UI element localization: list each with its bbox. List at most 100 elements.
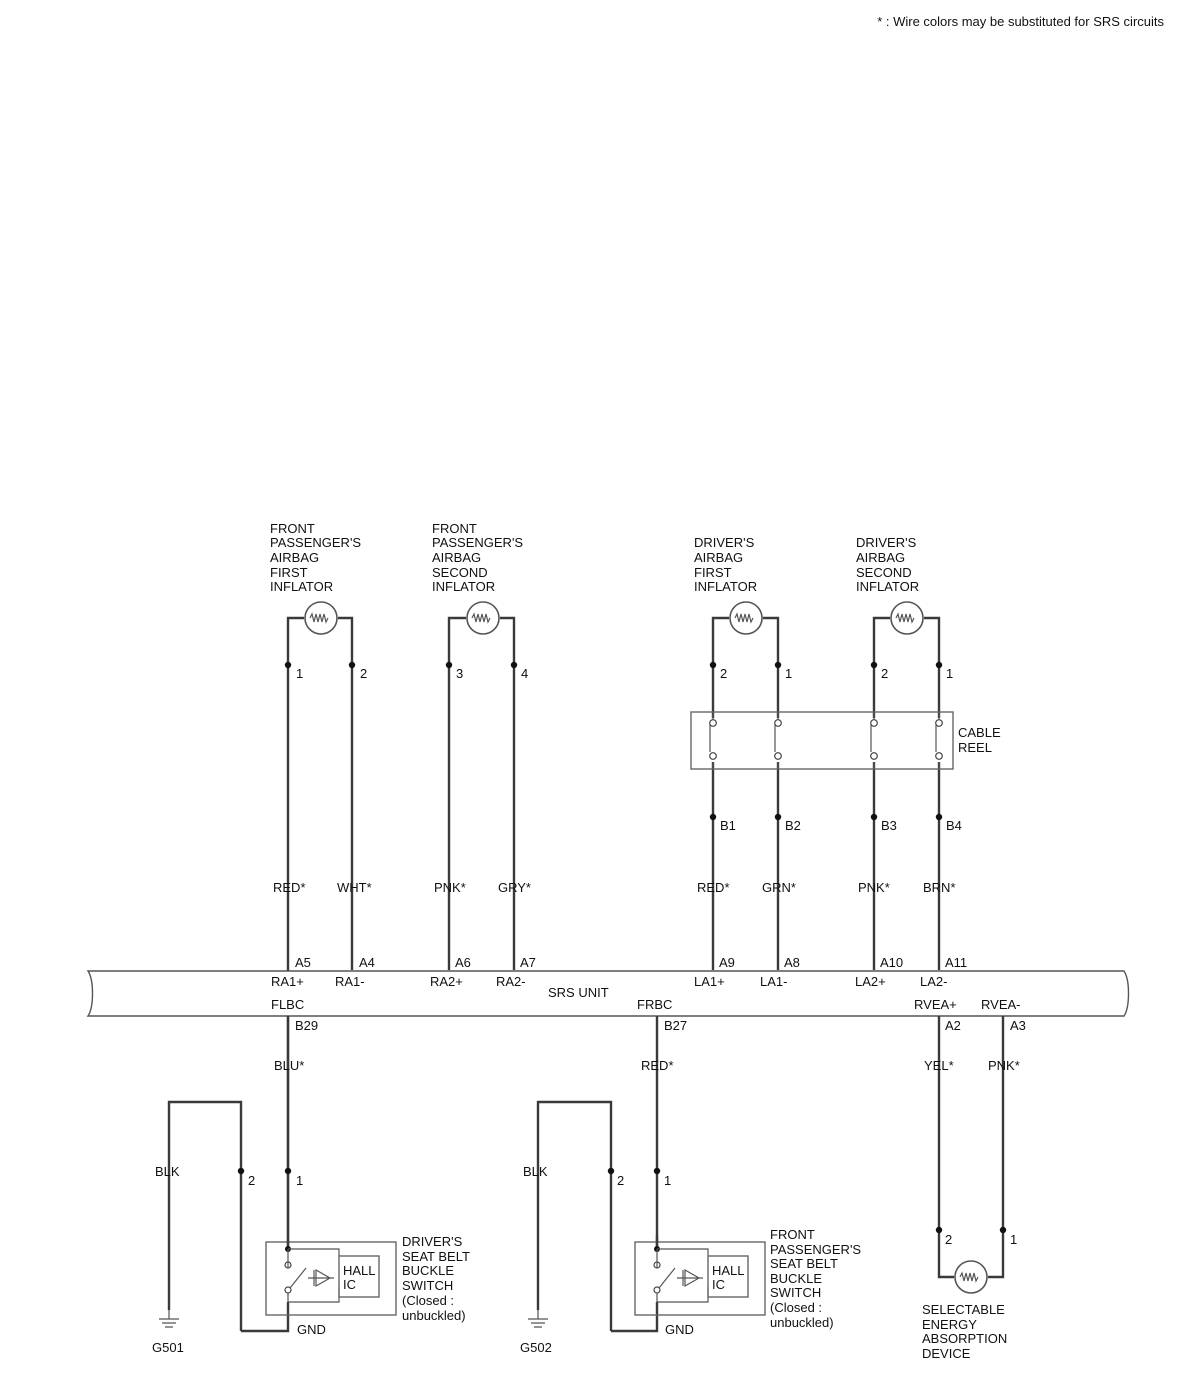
buckle-label: SEAT BELT: [402, 1249, 470, 1264]
wire-color: GRN*: [762, 880, 796, 895]
inflator-label-line: FIRST: [694, 565, 732, 580]
inflator-label-line: AIRBAG: [856, 550, 905, 565]
sead-label: ENERGY: [922, 1317, 977, 1332]
wire-color: BLU*: [274, 1058, 304, 1073]
pin-number: 1: [1010, 1232, 1017, 1247]
pin-number: 3: [456, 666, 463, 681]
srs-pin: A8: [784, 955, 800, 970]
wire-color: BRN*: [923, 880, 956, 895]
cable-reel-label: CABLE: [958, 725, 1001, 740]
driver-buckle-switch: BLU* BLK 1 2 HALL IC GND G501 DRIVER'S S…: [152, 1016, 470, 1355]
hall-ic-label: HALL: [343, 1263, 376, 1278]
srs-pin: A10: [880, 955, 903, 970]
wire-color: RED*: [641, 1058, 674, 1073]
pin-number: 2: [720, 666, 727, 681]
inflator-label-line: DRIVER'S: [856, 535, 917, 550]
selectable-energy-absorption-device: YEL* PNK* 2 1 SELECTABLE ENERGY ABSORPTI…: [922, 1016, 1020, 1361]
inflator-label-line: FIRST: [270, 565, 308, 580]
ground-id: G501: [152, 1340, 184, 1355]
pin-number: 1: [296, 666, 303, 681]
cable-reel-label: REEL: [958, 740, 992, 755]
buckle-label: PASSENGER'S: [770, 1242, 861, 1257]
pin-number: 2: [881, 666, 888, 681]
wire-color: WHT*: [337, 880, 372, 895]
buckle-label: SEAT BELT: [770, 1256, 838, 1271]
ground-icon: [159, 1310, 179, 1328]
srs-terminal: LA1-: [760, 974, 787, 989]
pin-number: 1: [785, 666, 792, 681]
hall-ic-label: IC: [712, 1277, 725, 1292]
srs-pin: A9: [719, 955, 735, 970]
passenger-buckle-switch: RED* BLK 1 2 HALL IC GND G502 FRONT PASS…: [520, 1016, 861, 1355]
buckle-label: DRIVER'S: [402, 1234, 463, 1249]
ground-id: G502: [520, 1340, 552, 1355]
reel-pin: B1: [720, 818, 736, 833]
inflator-label-line: FRONT: [432, 521, 477, 536]
srs-terminal: RVEA+: [914, 997, 957, 1012]
srs-pin: A4: [359, 955, 375, 970]
wire-color: RED*: [697, 880, 730, 895]
sead-label: ABSORPTION: [922, 1331, 1007, 1346]
wire-color: PNK*: [434, 880, 466, 895]
hall-ic-label: HALL: [712, 1263, 745, 1278]
ground-wire-color: BLK: [155, 1164, 180, 1179]
srs-terminal: RA1+: [271, 974, 304, 989]
wire-color: YEL*: [924, 1058, 954, 1073]
wire-color: PNK*: [858, 880, 890, 895]
buckle-label: unbuckled): [402, 1308, 466, 1323]
srs-unit: SRS UNIT A5 A4 A6 A7 A9 A8 A10 A11 RA1+ …: [86, 955, 1130, 1033]
srs-terminal: RA2+: [430, 974, 463, 989]
diode-icon: [308, 1268, 334, 1288]
inflator-label-line: PASSENGER'S: [270, 535, 361, 550]
buckle-label: (Closed :: [402, 1293, 454, 1308]
buckle-label: SWITCH: [402, 1278, 453, 1293]
pin-number: 2: [945, 1232, 952, 1247]
driver-second-inflator: DRIVER'S AIRBAG SECOND INFLATOR 2 1 B3 B…: [856, 535, 962, 970]
inflator-label-line: DRIVER'S: [694, 535, 755, 550]
srs-terminal: RVEA-: [981, 997, 1021, 1012]
gnd-label: GND: [665, 1322, 694, 1337]
wire-color: GRY*: [498, 880, 531, 895]
srs-terminal: RA1-: [335, 974, 365, 989]
hall-ic-label: IC: [343, 1277, 356, 1292]
driver-first-inflator: DRIVER'S AIRBAG FIRST INFLATOR 2 1 B1 B2…: [694, 535, 801, 970]
pin-number: 1: [946, 666, 953, 681]
sead-label: SELECTABLE: [922, 1302, 1005, 1317]
pin-number: 1: [664, 1173, 671, 1188]
pin-number: 1: [296, 1173, 303, 1188]
reel-pin: B3: [881, 818, 897, 833]
inflator-label-line: AIRBAG: [432, 550, 481, 565]
srs-terminal: LA2-: [920, 974, 947, 989]
sead-label: DEVICE: [922, 1346, 971, 1361]
srs-pin: A7: [520, 955, 536, 970]
srs-terminal: FRBC: [637, 997, 672, 1012]
srs-terminal: RA2-: [496, 974, 526, 989]
srs-pin: B29: [295, 1018, 318, 1033]
buckle-label: SWITCH: [770, 1285, 821, 1300]
pin-number: 2: [360, 666, 367, 681]
inflator-label-line: INFLATOR: [694, 579, 757, 594]
pin-number: 2: [617, 1173, 624, 1188]
front-passenger-first-inflator: FRONT PASSENGER'S AIRBAG FIRST INFLATOR …: [270, 521, 372, 1235]
buckle-label: FRONT: [770, 1227, 815, 1242]
srs-terminal: LA1+: [694, 974, 725, 989]
inflator-label-line: INFLATOR: [856, 579, 919, 594]
inflator-label-line: PASSENGER'S: [432, 535, 523, 550]
srs-terminal: FLBC: [271, 997, 304, 1012]
diode-icon: [677, 1268, 703, 1288]
inflator-label-line: AIRBAG: [694, 550, 743, 565]
buckle-label: BUCKLE: [770, 1271, 822, 1286]
srs-pin: A11: [945, 955, 967, 970]
srs-pin: A5: [295, 955, 311, 970]
inflator-label-line: SECOND: [432, 565, 488, 580]
inflator-label-line: SECOND: [856, 565, 912, 580]
inflator-label-line: FRONT: [270, 521, 315, 536]
gnd-label: GND: [297, 1322, 326, 1337]
reel-pin: B2: [785, 818, 801, 833]
inflator-label-line: AIRBAG: [270, 550, 319, 565]
reel-pin: B4: [946, 818, 962, 833]
inflator-label-line: INFLATOR: [270, 579, 333, 594]
srs-terminal: LA2+: [855, 974, 886, 989]
cable-reel: CABLE REEL: [690, 711, 1001, 770]
